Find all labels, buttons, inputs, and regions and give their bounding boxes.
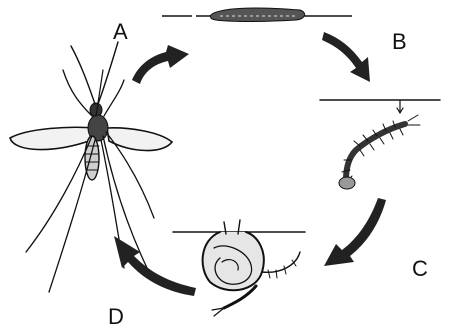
stage-label-b: B — [392, 31, 407, 53]
larva-icon — [320, 100, 440, 189]
stage-label-a: A — [113, 21, 128, 43]
egg-raft-icon — [162, 8, 352, 21]
stage-label-c: C — [412, 258, 428, 280]
stage-label-d: D — [108, 306, 124, 328]
pupa-icon — [173, 220, 305, 316]
arrow-d-to-a — [114, 236, 196, 296]
arrow-b-to-c — [322, 32, 370, 82]
arrow-c-to-d — [324, 198, 386, 266]
arrow-a-to-b — [132, 45, 189, 84]
adult-mosquito-icon — [10, 42, 172, 292]
